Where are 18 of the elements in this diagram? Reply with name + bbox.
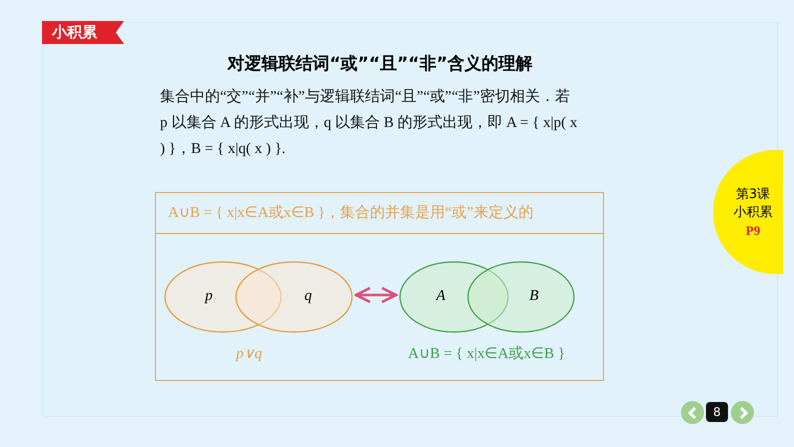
set-label: B [529, 289, 539, 304]
set-label: A [436, 289, 446, 304]
badge-text: P9 [746, 222, 760, 238]
section-tag: 小积累 [42, 21, 124, 44]
set-ellipse [235, 261, 353, 333]
formula-label: A∪B = { x|x∈A或x∈B } [408, 344, 566, 364]
set-ellipse [467, 261, 575, 333]
paragraph: 集合中的“交”“并”“补”与逻辑联结词“且”“或”“非”密切相关．若 p 以集合 A 的形式出现，q 以集合 B 的形式出现，即 A = { x|p( x ) }，B = { x|q( x ) }. [160, 87, 578, 159]
panel-heading: A∪B = { x|x∈A或x∈B }，集合的并集是用“或”来定义的 [168, 203, 534, 223]
badge-text: 第3课 [736, 186, 770, 204]
page-number: 8 [706, 402, 728, 422]
title: 对逻辑联结词“或”“且”“非”含义的理解 [226, 53, 534, 76]
set-label: p [205, 289, 213, 304]
double-arrow [354, 286, 398, 304]
formula-label: p∨q [236, 345, 262, 364]
badge-text: 小积累 [734, 204, 772, 222]
diagram-panel [155, 192, 604, 381]
set-label: q [304, 289, 312, 304]
